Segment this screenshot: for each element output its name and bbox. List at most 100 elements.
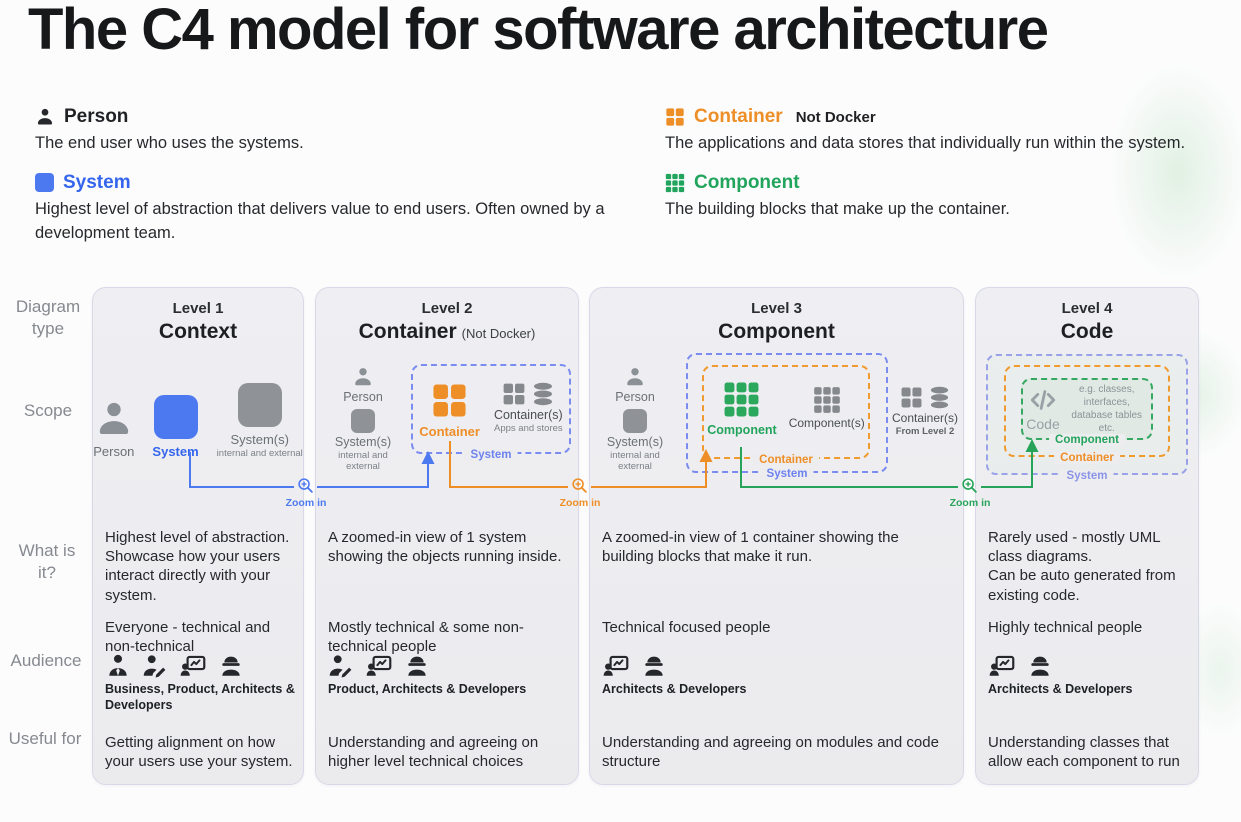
scope-systems-label: System(s) bbox=[230, 432, 289, 447]
legend-person-desc: The end user who uses the systems. bbox=[35, 134, 304, 152]
audience-roles: Architects & Developers bbox=[988, 682, 1133, 696]
presenter-icon bbox=[179, 653, 207, 679]
scope-diagram: Person System System(s) internal and ext… bbox=[93, 383, 303, 459]
scope-person: Person bbox=[93, 399, 134, 459]
scope-code-label: Code bbox=[1026, 416, 1060, 432]
useful-for-text: Getting alignment on how your users use … bbox=[105, 734, 293, 771]
card-title: Container (Not Docker) bbox=[316, 320, 578, 344]
product-person-icon bbox=[328, 653, 354, 679]
component-boundary-box: Code e.g. classes, interfaces, database … bbox=[1021, 378, 1153, 446]
row-label-audience: Audience bbox=[10, 651, 82, 670]
scope-systems-sub: internal and external bbox=[216, 448, 303, 459]
scope-diagram: Code e.g. classes, interfaces, database … bbox=[1023, 380, 1151, 438]
legend-left: Person The end user who uses the systems… bbox=[35, 106, 620, 246]
scope-systems: System(s) internal and external bbox=[217, 383, 303, 459]
scope-person-label: Person bbox=[343, 390, 383, 404]
system-boundary-label: System bbox=[760, 468, 814, 480]
card-title-text: Container bbox=[358, 320, 457, 343]
zoom-in-icon bbox=[963, 479, 976, 492]
scope-code-note: e.g. classes, interfaces, database table… bbox=[1071, 384, 1143, 434]
scope-systems-label: System(s) bbox=[606, 435, 664, 449]
what-is-it-text: Highest level of abstraction. Showcase h… bbox=[105, 529, 290, 604]
engineer-icon bbox=[218, 653, 244, 679]
component-grid-icon bbox=[665, 173, 685, 193]
container-boundary-label: Container bbox=[753, 454, 819, 466]
audience-roles: Product, Architects & Developers bbox=[328, 682, 527, 696]
person-icon bbox=[624, 366, 646, 388]
container-grid-icon bbox=[665, 107, 685, 127]
card-title: Context bbox=[158, 320, 238, 343]
scope-systems-sub: internal and external bbox=[610, 450, 660, 472]
scope-diagram: Component Component(s) bbox=[704, 367, 868, 457]
presenter-icon bbox=[365, 653, 393, 679]
card-title-note: (Not Docker) bbox=[461, 326, 536, 341]
component-grid-icon bbox=[813, 386, 841, 414]
legend-person: Person bbox=[35, 106, 620, 128]
audience-icons bbox=[105, 653, 244, 679]
legend-system-desc: Highest level of abstraction that delive… bbox=[35, 199, 605, 242]
scope-outer-context: Person System(s) internal and external bbox=[324, 366, 402, 472]
scope-diagram: Container Container(s) Apps and stores bbox=[413, 366, 569, 452]
presenter-icon bbox=[602, 653, 630, 679]
engineer-icon bbox=[404, 653, 430, 679]
legend-system: System bbox=[35, 172, 620, 194]
level-1-context-card: Level 1 Context Person System System(s) … bbox=[92, 287, 304, 785]
audience-roles: Business, Product, Architects & Develope… bbox=[105, 682, 295, 712]
scope-system: System bbox=[152, 395, 199, 459]
audience-roles: Architects & Developers bbox=[602, 682, 747, 696]
systems-square-icon bbox=[623, 409, 647, 433]
level-label: Level 1 bbox=[172, 300, 224, 317]
scope-container: Container bbox=[419, 382, 480, 439]
database-icon bbox=[531, 382, 555, 406]
system-boundary-box: Container Container(s) Apps and stores S… bbox=[411, 364, 571, 461]
level-label: Level 3 bbox=[751, 300, 802, 317]
page-title: The C4 model for software architecture bbox=[28, 0, 1049, 62]
container-grid-icon bbox=[431, 382, 468, 419]
presenter-icon bbox=[988, 653, 1016, 679]
level-label: Level 4 bbox=[1061, 300, 1113, 317]
scope-containers-label: Container(s) bbox=[891, 411, 959, 425]
audience-icons bbox=[328, 653, 430, 679]
scope-systems-sub: internal and external bbox=[338, 450, 388, 472]
audience-text: Technical focused people bbox=[602, 619, 771, 636]
card-title: Code bbox=[1060, 320, 1114, 343]
component-grid-icon bbox=[723, 381, 760, 418]
scope-containers-sub: From Level 2 bbox=[895, 426, 955, 437]
what-is-it-text: A zoomed-in view of 1 system showing the… bbox=[328, 529, 562, 566]
container-boundary-box: Component Component(s) Container bbox=[702, 365, 870, 466]
level-3-component-card: Level 3 Component Person System(s) inter… bbox=[589, 287, 964, 785]
row-label-diagram-type: Diagram type bbox=[15, 297, 81, 339]
legend-person-label: Person bbox=[64, 106, 129, 127]
legend-container-note: Not Docker bbox=[795, 108, 876, 126]
person-icon bbox=[94, 399, 134, 439]
legend-container-desc: The applications and data stores that in… bbox=[665, 134, 1186, 152]
card-title: Component bbox=[718, 320, 835, 343]
container-boundary-label: Container bbox=[1054, 452, 1120, 464]
legend-right: Container Not Docker The applications an… bbox=[665, 106, 1237, 222]
legend-component-desc: The building blocks that make up the con… bbox=[665, 199, 1010, 218]
scope-systems-label: System(s) bbox=[334, 435, 392, 449]
system-boundary-box: Code e.g. classes, interfaces, database … bbox=[986, 354, 1188, 482]
scope-outer-context: Person System(s) internal and external bbox=[596, 366, 674, 472]
scope-containers: Container(s) Apps and stores bbox=[494, 382, 563, 434]
system-boundary-box: Component Component(s) Container System bbox=[686, 353, 888, 480]
legend-component-label: Component bbox=[694, 171, 800, 193]
scope-code: Code bbox=[1026, 386, 1060, 432]
what-is-it-text: Rarely used - mostly UML class diagrams.… bbox=[988, 529, 1176, 604]
systems-square-icon bbox=[351, 409, 375, 433]
container-grid-icon bbox=[502, 382, 526, 406]
engineer-icon bbox=[1027, 653, 1053, 679]
level-4-code-card: Level 4 Code Code e.g. classes, interfac… bbox=[975, 287, 1199, 785]
audience-icons bbox=[602, 653, 667, 679]
scope-system-label: System bbox=[152, 444, 199, 459]
audience-text: Everyone - technical and non-technical bbox=[105, 619, 271, 656]
container-boundary-box: Code e.g. classes, interfaces, database … bbox=[1004, 365, 1170, 464]
scope-containers-label: Container(s) bbox=[493, 408, 563, 422]
legend-component: Component bbox=[665, 172, 1237, 194]
database-icon bbox=[928, 386, 951, 409]
audience-text: Mostly technical & some non-technical pe… bbox=[328, 619, 524, 656]
scope-containers-from-l2: Container(s) From Level 2 bbox=[890, 386, 960, 437]
person-icon bbox=[352, 366, 374, 388]
legend-container-label: Container bbox=[694, 106, 783, 127]
level-2-container-card: Level 2 Container(Not Docker) Person Sys… bbox=[315, 287, 579, 785]
